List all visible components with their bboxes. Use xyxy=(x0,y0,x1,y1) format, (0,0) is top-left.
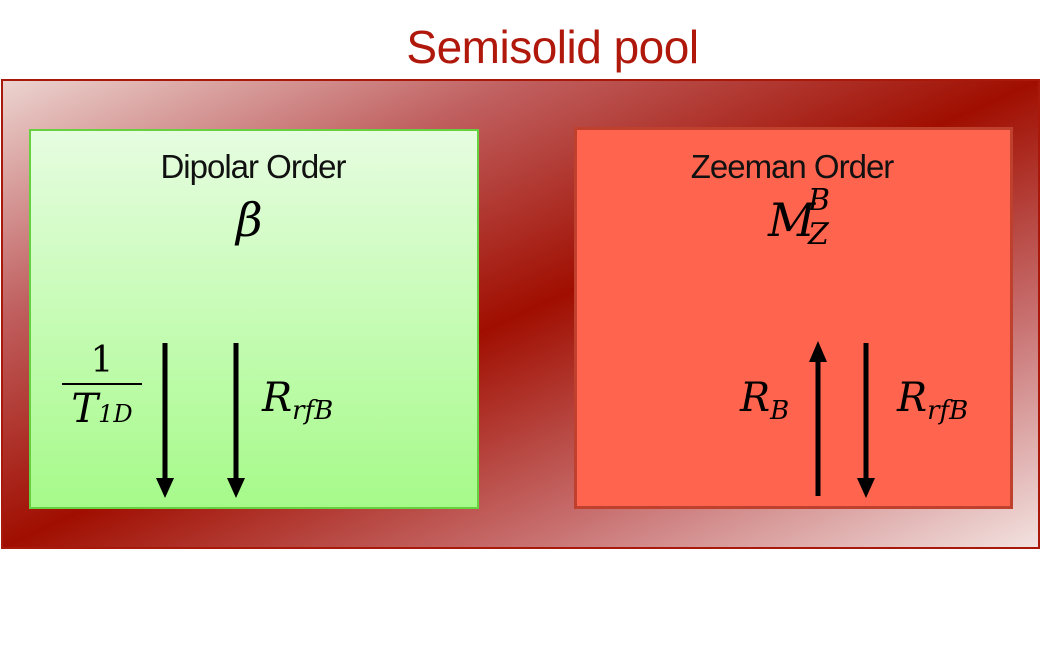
rate-subscript: rfB xyxy=(927,396,969,426)
rate-subscript: rfB xyxy=(292,396,334,426)
t1d-down-arrow xyxy=(156,343,174,498)
fraction-denominator-subscript: 1D xyxy=(98,400,133,428)
subscript-z: Z xyxy=(808,217,829,252)
fraction-numerator: 1 xyxy=(90,340,114,381)
rrfb-zeeman-down-arrow xyxy=(857,343,875,498)
zeeman-order-box xyxy=(574,127,1013,509)
m-symbol: M xyxy=(768,193,816,247)
superscript-b: B xyxy=(808,183,831,218)
beta-symbol: β xyxy=(236,193,263,247)
rrfb-dipolar-down-arrow xyxy=(227,343,245,498)
inverse-t1d-fraction: 1 T1D xyxy=(62,340,142,436)
rate-symbol: R xyxy=(897,375,928,421)
rate-symbol: R xyxy=(740,375,771,421)
r-rfb-zeeman-label: RrfB xyxy=(897,375,968,426)
diagram-title: Semisolid pool xyxy=(406,21,699,73)
r-b-label: RB xyxy=(740,375,789,426)
r-rfb-dipolar-label: RrfB xyxy=(262,375,333,426)
rate-symbol: R xyxy=(262,375,293,421)
rate-subscript: B xyxy=(770,396,790,426)
fraction-denominator: T xyxy=(71,386,99,432)
zeeman-order-heading: Zeeman Order xyxy=(690,148,895,185)
dipolar-order-heading: Dipolar Order xyxy=(160,148,346,185)
rb-up-arrow xyxy=(809,341,827,496)
dipolar-order-box xyxy=(29,129,479,509)
